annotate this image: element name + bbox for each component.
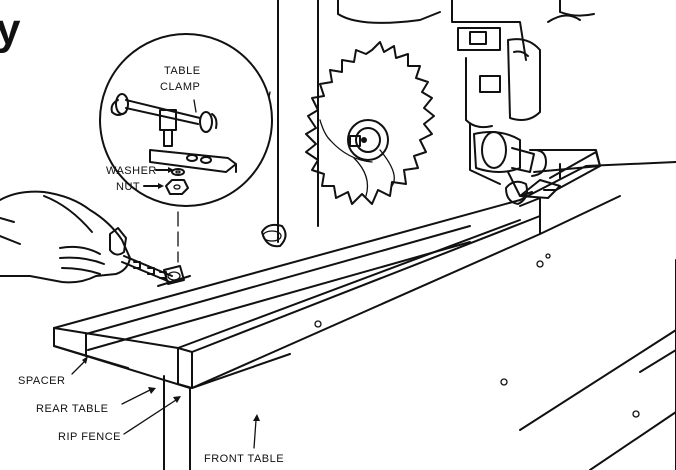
washer-label: WASHER: [106, 165, 157, 177]
hand-with-wrench: [0, 190, 191, 287]
column-post: [261, 0, 319, 248]
saw-blade: [305, 41, 435, 205]
table-clamp-callout: TABLE CLAMP WASHER NUT: [99, 33, 273, 207]
rip-fence-label: RIP FENCE: [58, 431, 121, 443]
spacer-label: SPACER: [18, 375, 65, 387]
table-top: [53, 151, 676, 470]
table-clamp-label-line2: CLAMP: [160, 81, 200, 93]
nut-label: NUT: [116, 181, 140, 193]
front-table-label: FRONT TABLE: [204, 453, 284, 465]
table-clamp-label-line1: TABLE: [164, 65, 201, 77]
heading-fragment: y: [0, 5, 21, 54]
part-labels: SPACER REAR TABLE RIP FENCE FRONT TABLE: [18, 356, 284, 465]
rear-table-label: REAR TABLE: [36, 403, 108, 415]
motor-housing: [337, 0, 595, 197]
